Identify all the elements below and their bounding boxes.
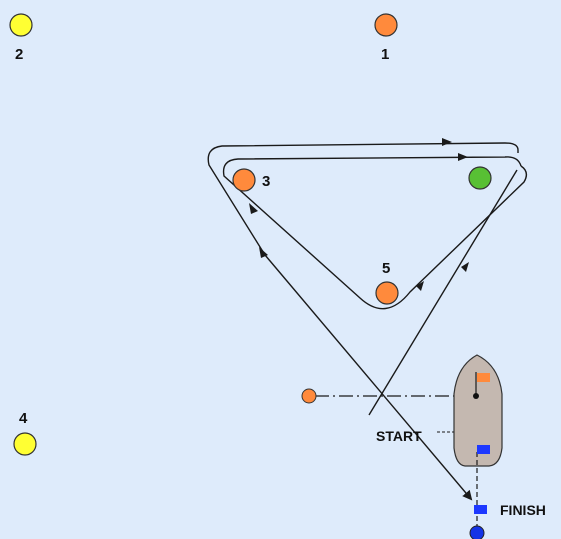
start-pin-buoy (301, 388, 317, 404)
buoy-1 (374, 13, 398, 37)
committee-boat (453, 354, 503, 467)
buoy-4 (13, 432, 37, 456)
buoy-2-label: 2 (15, 46, 23, 63)
start-flag (477, 373, 490, 382)
finish-flag-on-boat (477, 445, 490, 454)
course-diagonal-leg (368, 169, 518, 416)
buoy-1-label: 1 (381, 46, 389, 63)
buoy-3-label: 3 (262, 173, 270, 190)
start-mark-dot (473, 393, 479, 399)
course-direction-arrows (249, 138, 469, 291)
buoy-green (468, 166, 492, 190)
buoy-5 (375, 281, 399, 305)
course-finish-leg (264, 254, 473, 501)
buoy-5-label: 5 (382, 260, 390, 277)
course-outer-loop (207, 142, 519, 256)
start-label: START (376, 428, 422, 444)
buoy-2 (9, 13, 33, 37)
buoy-4-label: 4 (19, 410, 28, 427)
finish-label: FINISH (500, 502, 546, 518)
course-inner-loop (222, 156, 528, 310)
buoy-3 (232, 168, 256, 192)
finish-flag (474, 505, 487, 514)
finish-buoy (469, 525, 485, 539)
